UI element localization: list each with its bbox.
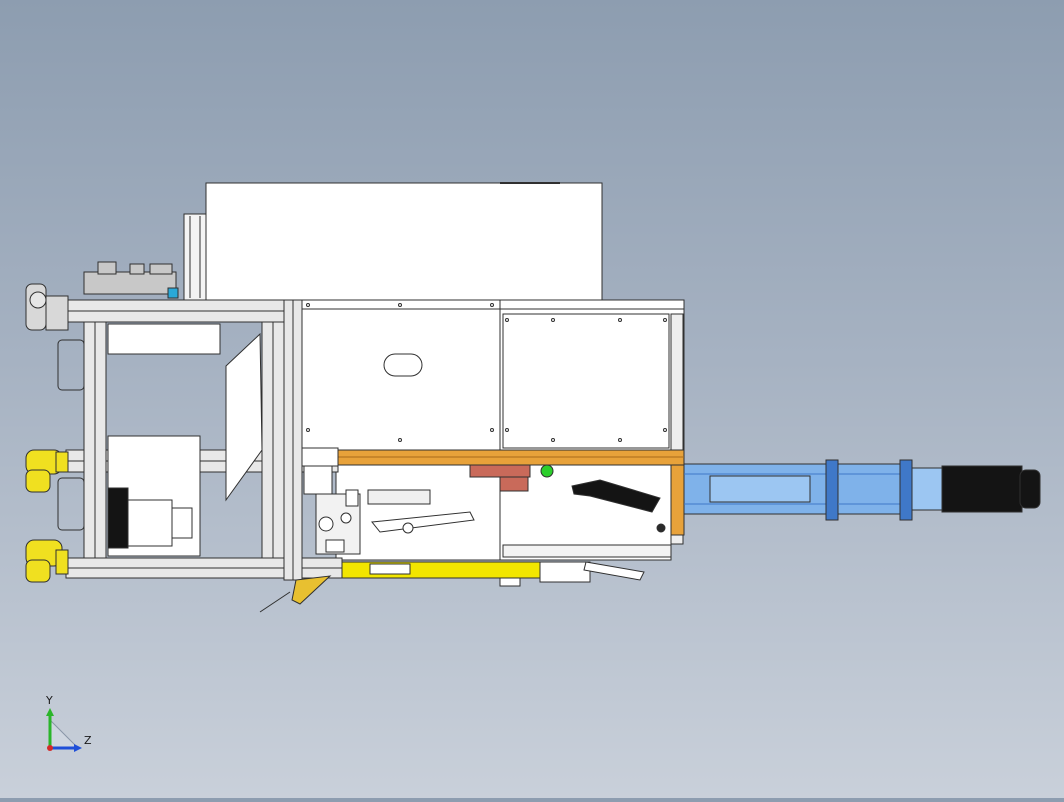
red-bracket xyxy=(469,464,531,478)
fitting-yellow-lower xyxy=(25,539,69,583)
housing-side-plate xyxy=(183,213,207,301)
axis-y-arrow xyxy=(46,708,54,716)
axis-z-arrow xyxy=(74,744,82,752)
cylinder-flange-2 xyxy=(899,459,913,521)
black-handle xyxy=(571,479,661,513)
lever-mechanism xyxy=(367,489,431,505)
cylinder-flange-1 xyxy=(825,459,839,521)
axis-y-label: Y xyxy=(46,694,53,707)
orange-rail-vertical xyxy=(670,464,685,536)
black-motor xyxy=(941,465,1023,513)
green-indicator-light xyxy=(540,464,554,478)
valve-cluster xyxy=(25,261,179,331)
triad-plane xyxy=(49,718,80,749)
oval-cutout xyxy=(383,353,423,377)
axis-z-label: Z xyxy=(84,734,92,747)
fitting-yellow-upper xyxy=(25,449,69,493)
triad-origin xyxy=(47,745,53,751)
top-housing xyxy=(205,182,603,301)
black-motor-block xyxy=(107,487,129,549)
gripper-mechanism xyxy=(301,447,361,555)
axis-triad: Y Z xyxy=(36,694,96,760)
